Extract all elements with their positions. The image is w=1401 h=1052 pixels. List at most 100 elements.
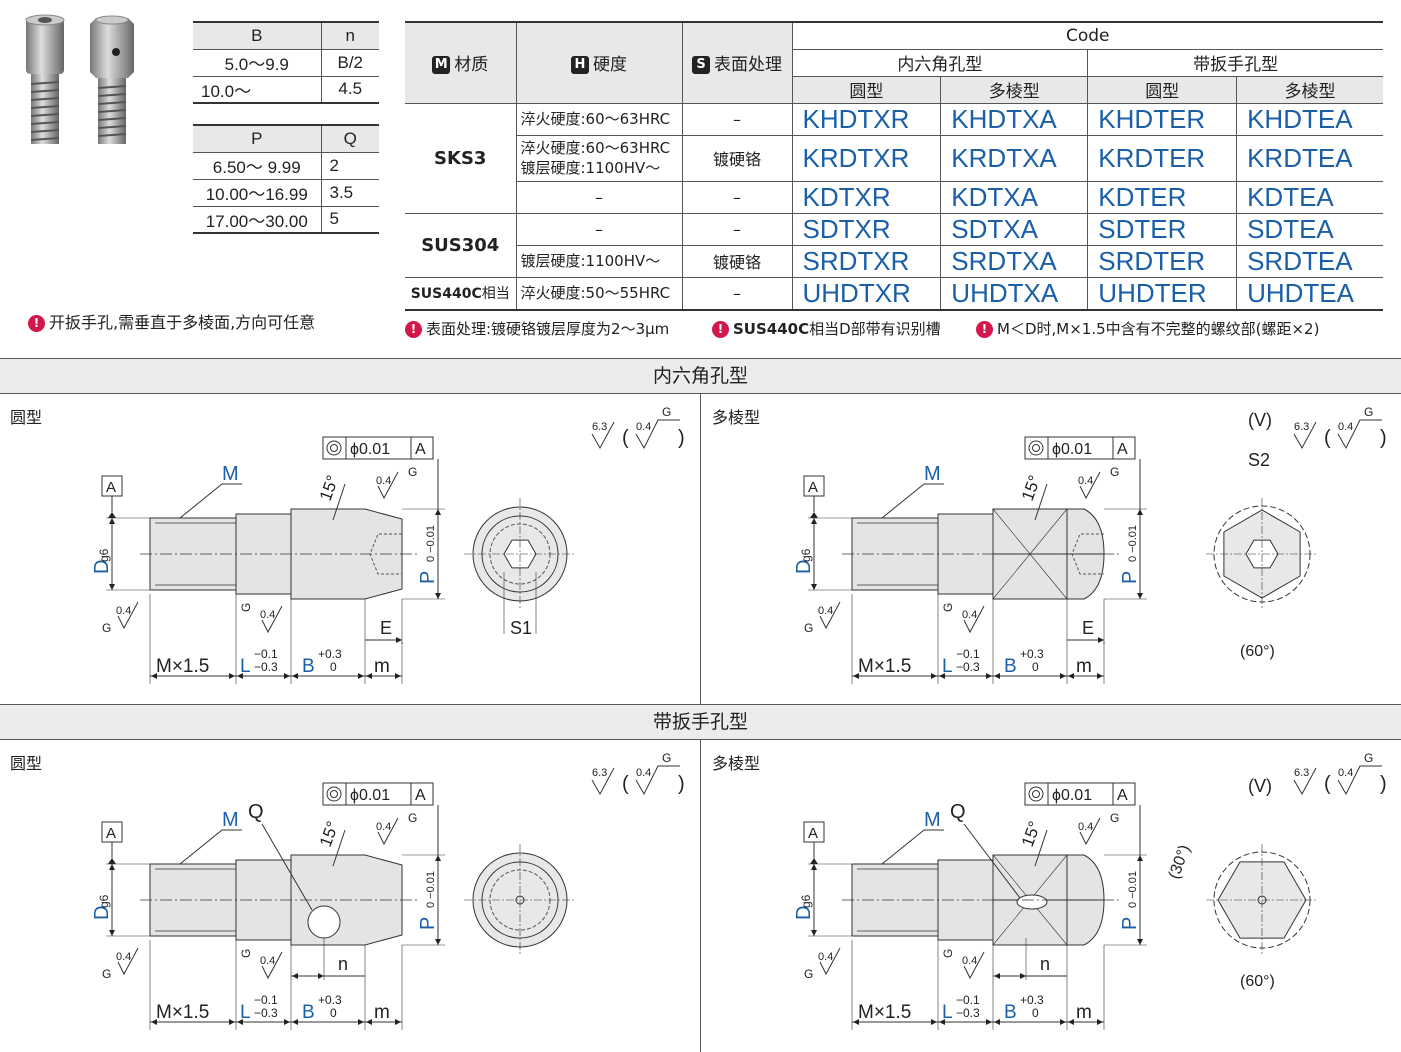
- coaxiality-datum: A: [415, 787, 426, 804]
- label-n: n: [1040, 954, 1050, 974]
- part-code[interactable]: KRDTER: [1087, 134, 1238, 182]
- material-sks3: SKS3: [405, 102, 517, 214]
- hardness-cell: 淬火硬度:50～55HRC: [515, 276, 683, 310]
- arrow-d: [109, 584, 115, 590]
- roughness-sub-symbol: [635, 765, 680, 796]
- part-code[interactable]: KHDTER: [1087, 102, 1238, 136]
- warning-icon: !: [712, 321, 729, 338]
- roughness-value: 0.4: [818, 951, 833, 963]
- label-m: M: [222, 809, 239, 831]
- leader-q: [963, 823, 1021, 899]
- part-code[interactable]: KHDTXA: [940, 102, 1089, 136]
- label-l: L: [942, 1002, 953, 1023]
- surface-cell: 镀硬铬: [681, 134, 793, 182]
- label-n: n: [338, 954, 348, 974]
- part-code[interactable]: UHDTXR: [791, 276, 942, 310]
- label-b: B: [1004, 656, 1017, 677]
- part-code[interactable]: SRDTXA: [940, 244, 1089, 278]
- dims-table-p: P Q 6.50～ 9.99 2 10.00～16.99 3.5 17.00～3…: [193, 124, 379, 234]
- roughness-paren: ): [1380, 427, 1387, 449]
- wrench-hole-note-text: 开扳手孔,需垂直于多棱面,方向可任意: [49, 313, 316, 332]
- arrow-bottom: [994, 673, 1000, 679]
- col-material-label: 材质: [454, 55, 489, 76]
- roughness-symbol-head: [377, 471, 399, 500]
- wrench-hole-note: !开扳手孔,需垂直于多棱面,方向可任意: [28, 309, 315, 333]
- leader-15: [332, 483, 346, 521]
- angle-15: 15°: [316, 819, 343, 850]
- part-code[interactable]: SRDTXR: [791, 244, 942, 278]
- dims-p-cell: 17.00～30.00: [193, 206, 322, 234]
- roughness-symbol-d: [117, 947, 139, 976]
- label-e: E: [1082, 618, 1094, 638]
- roughness-value: 0.4: [962, 609, 977, 621]
- part-code[interactable]: SRDTER: [1087, 244, 1238, 278]
- angle-15: 15°: [1018, 819, 1045, 850]
- arrow-bottom: [229, 673, 235, 679]
- roughness-main-value: 6.3: [592, 421, 607, 433]
- arrow-p: [435, 939, 441, 945]
- grind-label: G: [804, 967, 813, 981]
- part-code[interactable]: KDTXA: [940, 180, 1089, 214]
- part-code[interactable]: KRDTXR: [791, 134, 942, 182]
- arrow-n: [318, 973, 324, 979]
- part-code[interactable]: UHDTER: [1087, 276, 1238, 310]
- label-v: (V): [1248, 776, 1272, 796]
- arrow-d: [811, 518, 817, 524]
- label-m: M: [924, 809, 941, 831]
- label-m-small: m: [1076, 1002, 1092, 1023]
- hardness-line: 镀层硬度:1100HV～: [520, 159, 661, 177]
- roughness-main-symbol: [1293, 767, 1317, 796]
- leader-15: [1034, 829, 1048, 867]
- part-code[interactable]: KHDTEA: [1236, 102, 1383, 136]
- surface-cell: –: [681, 276, 793, 310]
- label-p: P: [1119, 571, 1141, 584]
- note-sus440c-text: 相当D部带有识别槽: [809, 320, 941, 338]
- part-code[interactable]: KDTXR: [791, 180, 942, 214]
- note-thread-text: M＜D时,M×1.5中含有不完整的螺纹部(螺距×2): [997, 320, 1320, 338]
- part-code[interactable]: SDTXA: [940, 212, 1089, 246]
- tol-l-top: −0.1: [254, 993, 278, 1007]
- tol-b-top: +0.3: [318, 993, 342, 1007]
- roughness-symbol-d: [819, 601, 841, 630]
- tol-p: 0 −0.01: [1127, 871, 1139, 908]
- label-d: D: [91, 560, 113, 574]
- part-code[interactable]: KRDTXA: [940, 134, 1089, 182]
- arrow-bottom: [237, 673, 243, 679]
- part-code[interactable]: SDTER: [1087, 212, 1238, 246]
- part-code[interactable]: KDTEA: [1236, 180, 1383, 214]
- wrench-hole: [307, 905, 341, 939]
- roughness-value: 0.4: [116, 951, 131, 963]
- material-sus440c: SUS440C相当: [405, 276, 517, 310]
- tol-b-bot: 0: [1032, 1006, 1039, 1020]
- grind-label: G: [1110, 811, 1119, 825]
- datum-label: A: [106, 825, 116, 842]
- grind-label: G: [1364, 751, 1373, 765]
- part-code[interactable]: UHDTXA: [940, 276, 1089, 310]
- coaxiality-frame: [1024, 782, 1136, 806]
- arrow-bottom: [395, 1019, 401, 1025]
- roughness-paren: (: [1324, 773, 1331, 795]
- arrow-bottom: [939, 673, 945, 679]
- subcol-round: 圆型: [792, 75, 942, 104]
- surface-cell: –: [681, 212, 793, 246]
- part-code[interactable]: UHDTEA: [1236, 276, 1383, 310]
- part-code[interactable]: SRDTEA: [1236, 244, 1383, 278]
- product-photo: [25, 14, 134, 144]
- part-code[interactable]: KDTER: [1087, 180, 1238, 214]
- arrow-bottom: [284, 673, 290, 679]
- coaxiality-frame: [322, 782, 434, 806]
- datum-triangle: [810, 512, 818, 518]
- grind-label: G: [1364, 405, 1373, 419]
- datum-triangle: [810, 858, 818, 864]
- part-code[interactable]: SDTEA: [1236, 212, 1383, 246]
- part-code[interactable]: KRDTEA: [1236, 134, 1383, 182]
- arrow-n: [1020, 973, 1026, 979]
- leader-15: [1034, 483, 1048, 521]
- part-code[interactable]: KHDTXR: [791, 102, 942, 136]
- arrow-e: [1098, 637, 1104, 643]
- roughness-main-symbol: [591, 767, 615, 796]
- tol-b-bot: 0: [330, 1006, 337, 1020]
- part-code[interactable]: SDTXR: [791, 212, 942, 246]
